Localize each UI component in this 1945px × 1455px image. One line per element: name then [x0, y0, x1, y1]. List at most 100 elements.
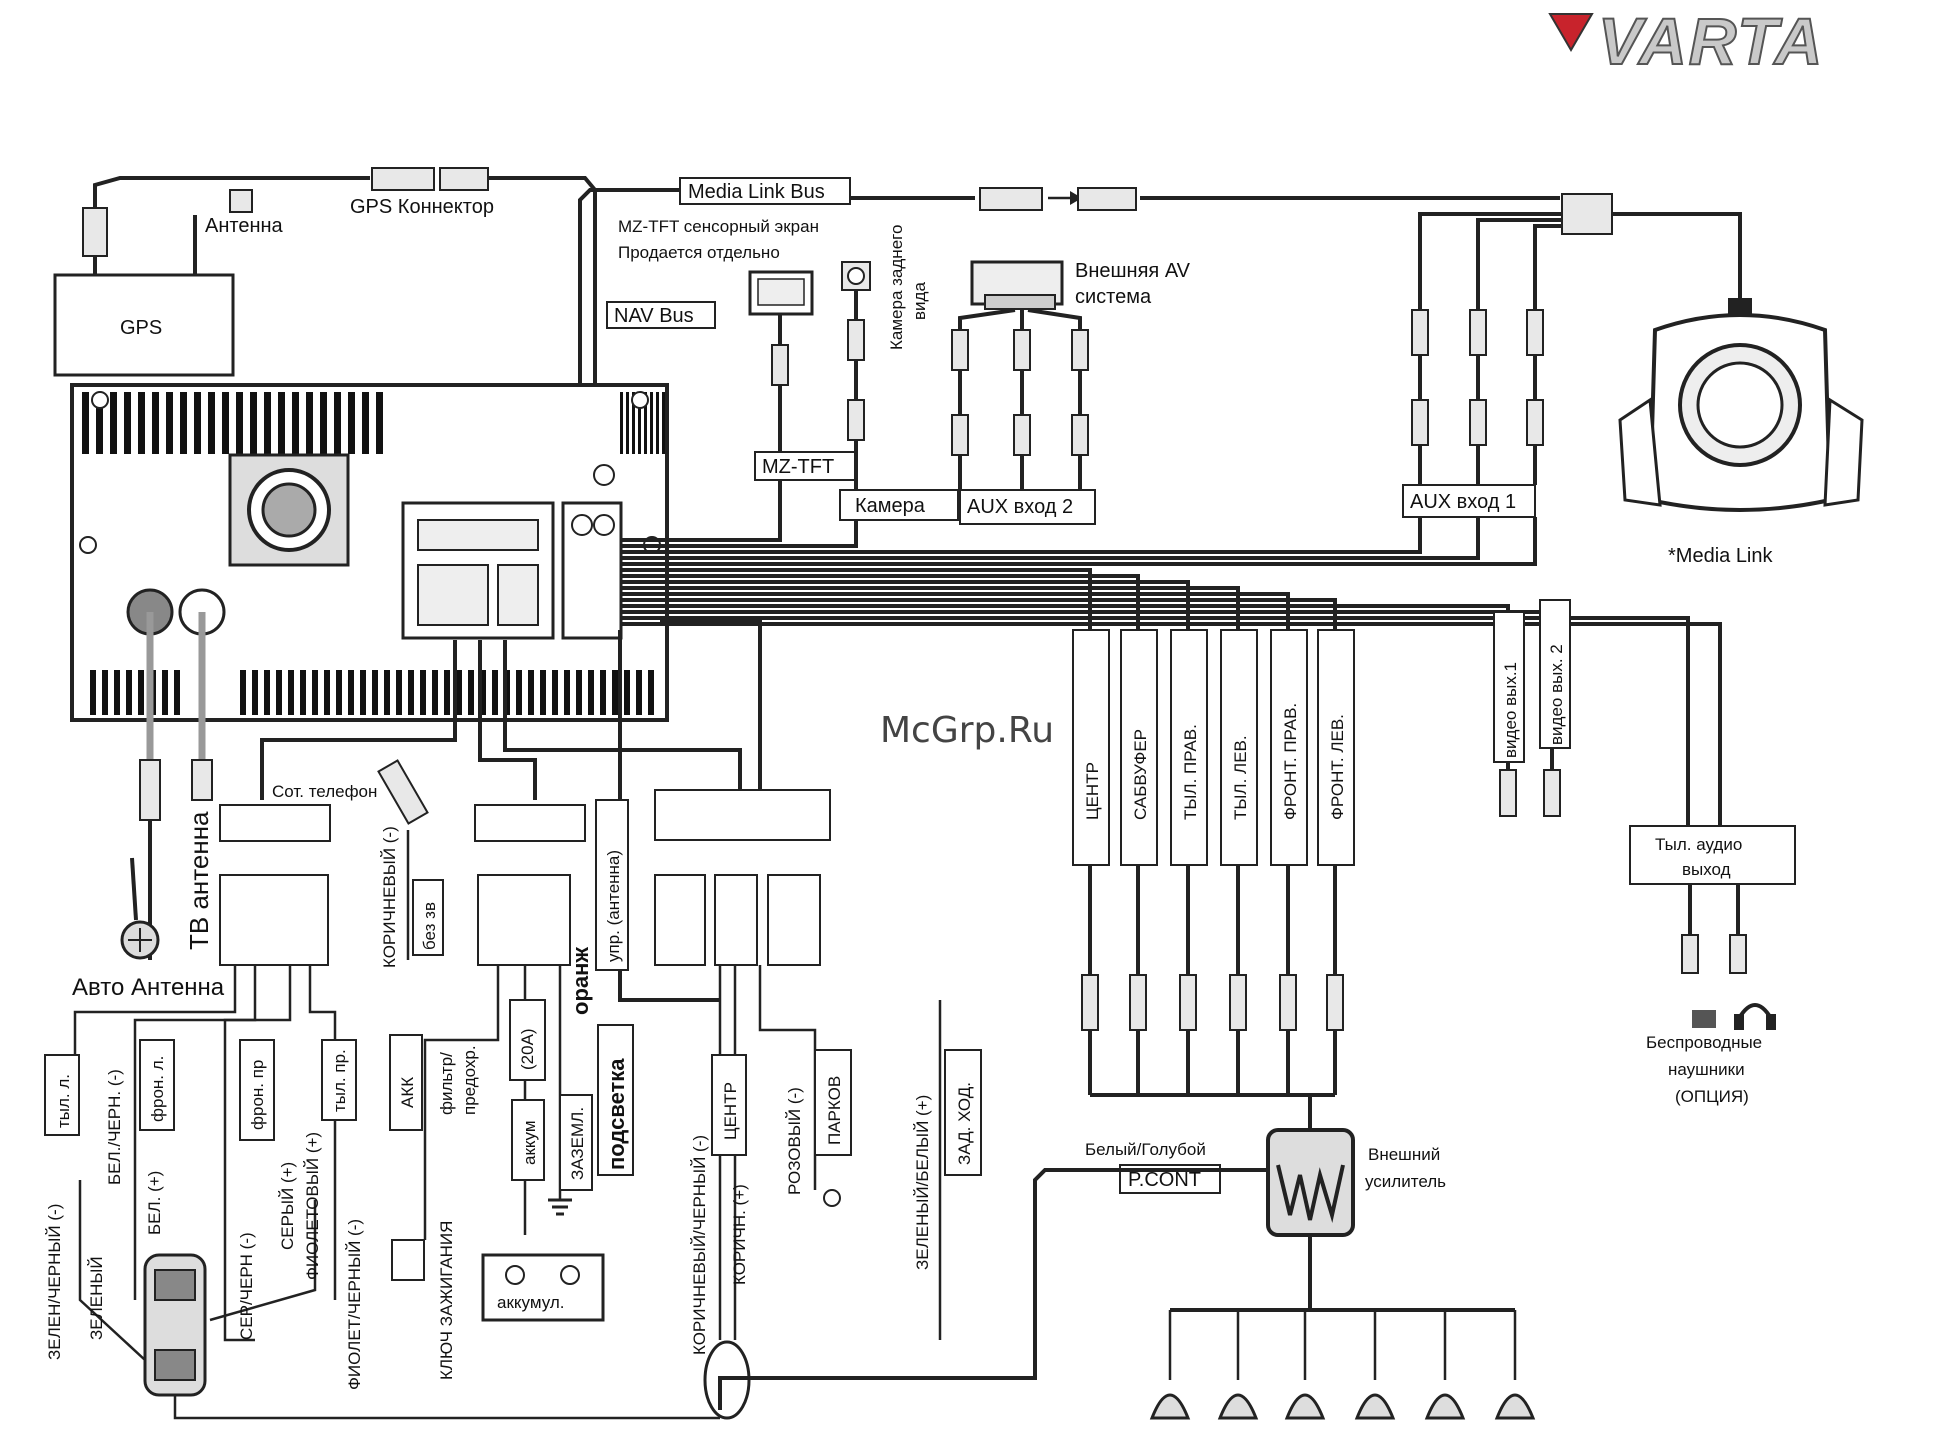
- battery-wire-box: [511, 1099, 545, 1181]
- video-out-2-plug: [1543, 769, 1561, 817]
- aux-connector: [654, 789, 831, 841]
- rca-output-box: [1120, 629, 1158, 866]
- media-link-bus-label: Media Link Bus: [688, 181, 825, 203]
- heat-sink-fin: [208, 392, 215, 454]
- ground-icon: [548, 1198, 572, 1216]
- rca-output-plug: [1326, 974, 1344, 1031]
- headphones-label-3: (ОПЦИЯ): [1675, 1087, 1749, 1106]
- battery-icon: [481, 1253, 605, 1322]
- center-wire-label: ЦЕНТР: [721, 1082, 740, 1140]
- camera-plug: [847, 319, 865, 361]
- heat-sink-fin: [250, 392, 257, 454]
- aux1-plugs: [1411, 309, 1544, 446]
- heat-sink-fin: [278, 392, 285, 454]
- mz-tft-label: MZ-TFT: [762, 456, 834, 478]
- rear-r-label: тыл. пр.: [330, 1049, 349, 1112]
- camera-label: Камера: [855, 495, 926, 517]
- external-av-label-2: система: [1075, 286, 1152, 308]
- fuse-amp-label: (20А): [518, 1028, 537, 1070]
- varta-logo: VARTA: [1548, 3, 1823, 79]
- heat-sink-fin: [626, 392, 629, 454]
- aux1-label: AUX вход 1: [1410, 491, 1516, 513]
- rca-output-plug: [1129, 974, 1147, 1031]
- mz-tft-screen-label-2: Продается отдельно: [618, 243, 780, 262]
- rear-camera-label-1: Камера заднего: [887, 225, 906, 350]
- heat-sink-fin: [624, 670, 630, 715]
- pcont-cable: [718, 1168, 1268, 1410]
- rca-output-label: ФРОНТ. ЛЕВ.: [1328, 714, 1347, 820]
- heat-sink-fin: [114, 670, 120, 715]
- aux-harness-block-2: [714, 874, 758, 966]
- heat-sink-fin: [152, 392, 159, 454]
- front-r-box: [239, 1039, 275, 1141]
- ground-label: ЗАЗЕМЛ.: [568, 1107, 587, 1180]
- reverse-box: [944, 1049, 982, 1176]
- aux1-plug: [1469, 399, 1487, 446]
- heat-sink-fin: [240, 670, 246, 715]
- violet-label: ФИОЛЕТОВЫЙ (+): [303, 1132, 322, 1280]
- amp-wire-label: Белый/Голубой: [1085, 1140, 1206, 1159]
- bundle-video1: [620, 604, 1510, 770]
- rear-audio-out-box: [1629, 825, 1796, 885]
- heat-sink-fin: [300, 670, 306, 715]
- pcont-label: P.CONT: [1128, 1169, 1201, 1191]
- aux1-plug: [1469, 309, 1487, 356]
- front-l-box: [139, 1039, 175, 1131]
- bundle-aux1c: [620, 517, 1537, 566]
- mz-tft-screen-icon: [748, 270, 814, 316]
- ctrl-antenna-label: упр. (антенна): [604, 850, 623, 962]
- video-out-2-box: [1539, 599, 1571, 749]
- mute-box: [412, 879, 444, 956]
- gps-antenna-icon: [229, 189, 253, 213]
- heat-sink-fin: [306, 392, 313, 454]
- violet-black-label: ФИОЛЕТ/ЧЕРНЫЙ (-): [345, 1219, 364, 1390]
- watermark: McGrp.Ru: [880, 710, 1054, 751]
- aux2-box: [959, 489, 1096, 525]
- aux1-plug: [1411, 399, 1429, 446]
- heat-sink-fin: [264, 670, 270, 715]
- iso-cable-b: [478, 640, 537, 800]
- gray-black-label: СЕР/ЧЕРН (-): [237, 1232, 256, 1340]
- heat-sink-fin: [516, 670, 522, 715]
- heat-sink-fin: [180, 392, 187, 454]
- amp-label-2: усилитель: [1365, 1172, 1446, 1191]
- mz-tft-screen-label-1: MZ-TFT сенсорный экран: [618, 217, 819, 236]
- heat-sink-fin: [588, 670, 594, 715]
- orange-label: оранж: [568, 947, 593, 1015]
- car-antenna-icon: [120, 857, 160, 960]
- bundle-mztft: [620, 480, 782, 542]
- ignition-switch-icon: [391, 1239, 425, 1281]
- heat-sink-fin: [90, 670, 96, 715]
- green-black-label: ЗЕЛЕН/ЧЕРНЫЙ (-): [45, 1204, 64, 1360]
- aux1-plug: [1526, 309, 1544, 356]
- media-link-device: [1618, 298, 1864, 512]
- heat-sink-fin: [96, 392, 103, 454]
- rear-l-box: [44, 1054, 80, 1136]
- wire-violet: [209, 1200, 317, 1322]
- heat-sink-fin: [612, 670, 618, 715]
- video-out-1-box: [1493, 611, 1525, 763]
- heat-sink-fin: [656, 392, 659, 454]
- heat-sink-fin: [162, 670, 168, 715]
- rear-audio-plug-1: [1681, 934, 1699, 974]
- heat-sink-bottom: [90, 670, 654, 715]
- rca-output-box: [1270, 629, 1308, 866]
- heat-sink-fin: [334, 392, 341, 454]
- iso-cable-d: [618, 630, 720, 1002]
- camera-plug-2: [847, 399, 865, 441]
- gps-module: GPS: [53, 273, 235, 377]
- heat-sink-fin: [82, 392, 89, 454]
- aux1-plug: [1526, 399, 1544, 446]
- battery-label: аккумул.: [497, 1293, 564, 1312]
- heat-sink-fin: [384, 670, 390, 715]
- heat-sink-fin: [444, 670, 450, 715]
- heat-sink-fin: [644, 392, 647, 454]
- heat-sink-fin: [252, 670, 258, 715]
- heat-sink-fin: [166, 392, 173, 454]
- heat-sink-fin: [396, 670, 402, 715]
- power-harness-block: [477, 874, 571, 966]
- battery-wire-label: аккум: [520, 1120, 539, 1165]
- heat-sink-top: [82, 392, 665, 454]
- brown-plus-label: КОРИЧН. (+): [730, 1184, 749, 1285]
